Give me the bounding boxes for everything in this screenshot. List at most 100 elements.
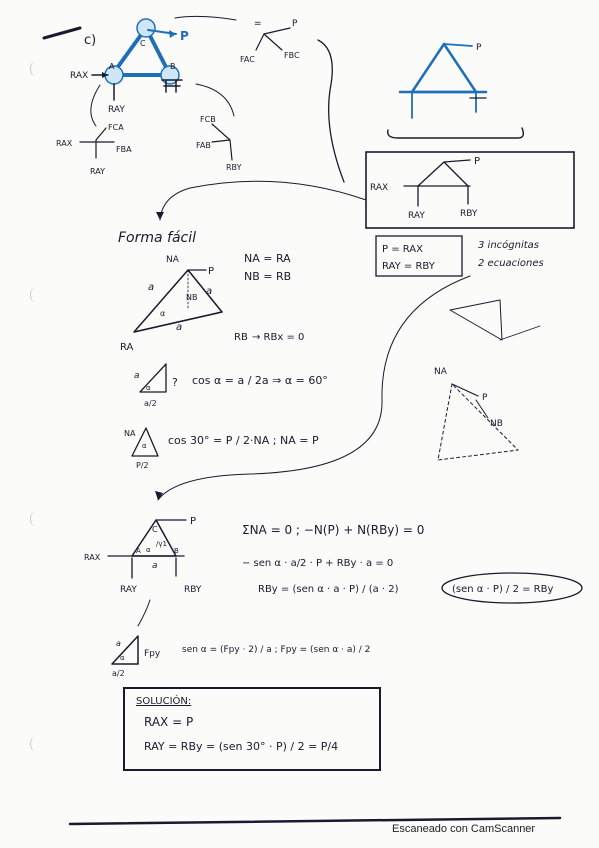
- label-ray: RAY: [408, 211, 425, 221]
- label-rby: RBY: [184, 585, 202, 595]
- pen-stroke: [42, 26, 82, 40]
- label-rax: RAX: [70, 71, 88, 81]
- node-b-fbd: FCB FAB RBY: [196, 115, 242, 172]
- pen-stroke: [68, 816, 562, 826]
- label-p: P: [482, 393, 488, 403]
- mid-triangle-diagram: P NA NB a a a α RA RB → RBx = 0: [120, 255, 304, 353]
- label-a: a: [116, 639, 121, 648]
- label-a-base: a: [176, 322, 182, 333]
- eq-sum-moments: ΣNA = 0 ; −N(P) + N(RBy) = 0: [242, 523, 424, 537]
- binder-hole-mark: [30, 737, 40, 751]
- eq-ray-rby: RAY = RBY: [382, 261, 436, 272]
- label-fab: FAB: [196, 141, 211, 150]
- text-unknowns: 3 incógnitas: [478, 239, 539, 251]
- eq-p-rax: P = RAX: [382, 244, 423, 255]
- heading-forma-facil: Forma fácil: [118, 230, 196, 246]
- label-c: C: [152, 525, 158, 534]
- eq-cos30: cos 30° = P / 2·NA ; NA = P: [168, 434, 319, 447]
- label-alpha: α: [120, 654, 125, 662]
- label-rby: RBY: [226, 163, 242, 172]
- label-rb: RB: [234, 332, 248, 343]
- label-na: NA: [434, 367, 448, 377]
- eq-nb-rb: NB = RB: [244, 270, 291, 283]
- eq-cos-alpha: cos α = a / 2a ⇒ α = 60°: [192, 374, 328, 387]
- label-fpy: Fpy: [144, 649, 161, 659]
- label-fca: FCA: [108, 123, 124, 132]
- force-lines: [79, 127, 115, 159]
- scanner-watermark: Escaneado con CamScanner: [392, 823, 536, 835]
- binder-hole-mark: [30, 288, 40, 302]
- label-ray: RAY: [108, 105, 125, 115]
- force-lines: [255, 33, 283, 51]
- label-half: a/2: [112, 669, 125, 678]
- curved-arrow: [137, 599, 151, 627]
- label-fcb: FCB: [200, 115, 216, 124]
- p-arrow: [443, 159, 471, 163]
- triangle: [111, 635, 139, 665]
- p-arrow: [451, 383, 479, 397]
- label-p: P: [474, 156, 480, 167]
- label-a: A: [109, 62, 115, 71]
- curved-arrow: [159, 180, 367, 221]
- label-rax: RAX: [84, 553, 101, 562]
- nb-line: [475, 399, 489, 419]
- label-b: B: [174, 547, 179, 555]
- eq-rby: RBy = (sen α · a · P) / (a · 2): [258, 584, 399, 595]
- text-equations: 2 ecuaciones: [478, 258, 544, 269]
- p-arrow: [443, 43, 473, 47]
- arrowhead: [155, 491, 163, 500]
- arrowhead: [169, 30, 176, 38]
- label-ray: RAY: [90, 167, 105, 176]
- label-fac: FAC: [240, 55, 255, 64]
- support-b: [161, 79, 183, 93]
- equations-box: [375, 235, 463, 277]
- label-a: A: [136, 547, 141, 555]
- triangle: [139, 363, 167, 393]
- box-border: [123, 687, 381, 771]
- eq-moment-expanded: − sen α · a/2 · P + RBy · a = 0: [242, 558, 393, 569]
- force-line: [263, 27, 291, 35]
- label-alpha: α: [146, 384, 151, 392]
- brace-under: [387, 127, 525, 139]
- node-a-fbd: RAX FCA FBA RAY: [56, 123, 132, 176]
- node-c-fbd: = P FAC FBC: [240, 19, 300, 64]
- label-a-base: a: [152, 561, 158, 571]
- label-fbc: FBC: [284, 51, 300, 60]
- label-rby: RBY: [460, 209, 478, 219]
- label-alpha: α: [146, 546, 151, 554]
- label-p: P: [190, 516, 196, 527]
- label-b: B: [170, 62, 176, 71]
- label-fba: FBA: [116, 145, 132, 154]
- label-gamma: /γ1: [156, 540, 167, 548]
- lower-truss-diagram: P C A B /γ1 α a RAX RAY RBY: [84, 516, 202, 627]
- label-question: ?: [172, 376, 178, 389]
- eq-sen-alpha: sen α = (Fpy · 2) / a ; Fpy = (sen α · a…: [182, 645, 370, 655]
- curved-arrow: [157, 275, 471, 501]
- curved-arrow: [174, 15, 237, 21]
- label-nb: NB: [490, 419, 503, 429]
- solution-line-1: RAX = P: [144, 715, 193, 729]
- label-ray: RAY: [120, 585, 137, 595]
- dashed-triangle: [437, 383, 519, 461]
- top-truss-diagram: P RAX RAY A B C: [70, 18, 189, 115]
- label-eq: =: [254, 19, 262, 29]
- label-c: C: [140, 39, 146, 48]
- label-alpha: α: [142, 442, 147, 450]
- reaction-arrows: [417, 185, 469, 207]
- sketch-line: [499, 325, 541, 341]
- box-border: [365, 151, 575, 229]
- solution-title: SOLUCIÓN:: [136, 694, 191, 707]
- small-triangle-3: a a/2 Fpy α: [111, 635, 161, 678]
- reaction-arrows: [131, 557, 177, 579]
- label-nb: NB: [186, 293, 197, 302]
- solution-box: SOLUCIÓN: RAX = P RAY = RBy = (sen 30° ·…: [123, 687, 381, 771]
- label-na: NA: [124, 429, 136, 438]
- label-rax: RAX: [370, 183, 388, 193]
- label-p: P: [476, 43, 482, 53]
- right-truss-diagram: P: [387, 42, 525, 139]
- sketch-lines: [449, 299, 503, 341]
- summary-box: P RAX RAY RBY: [365, 151, 575, 229]
- label-p: P: [292, 19, 298, 29]
